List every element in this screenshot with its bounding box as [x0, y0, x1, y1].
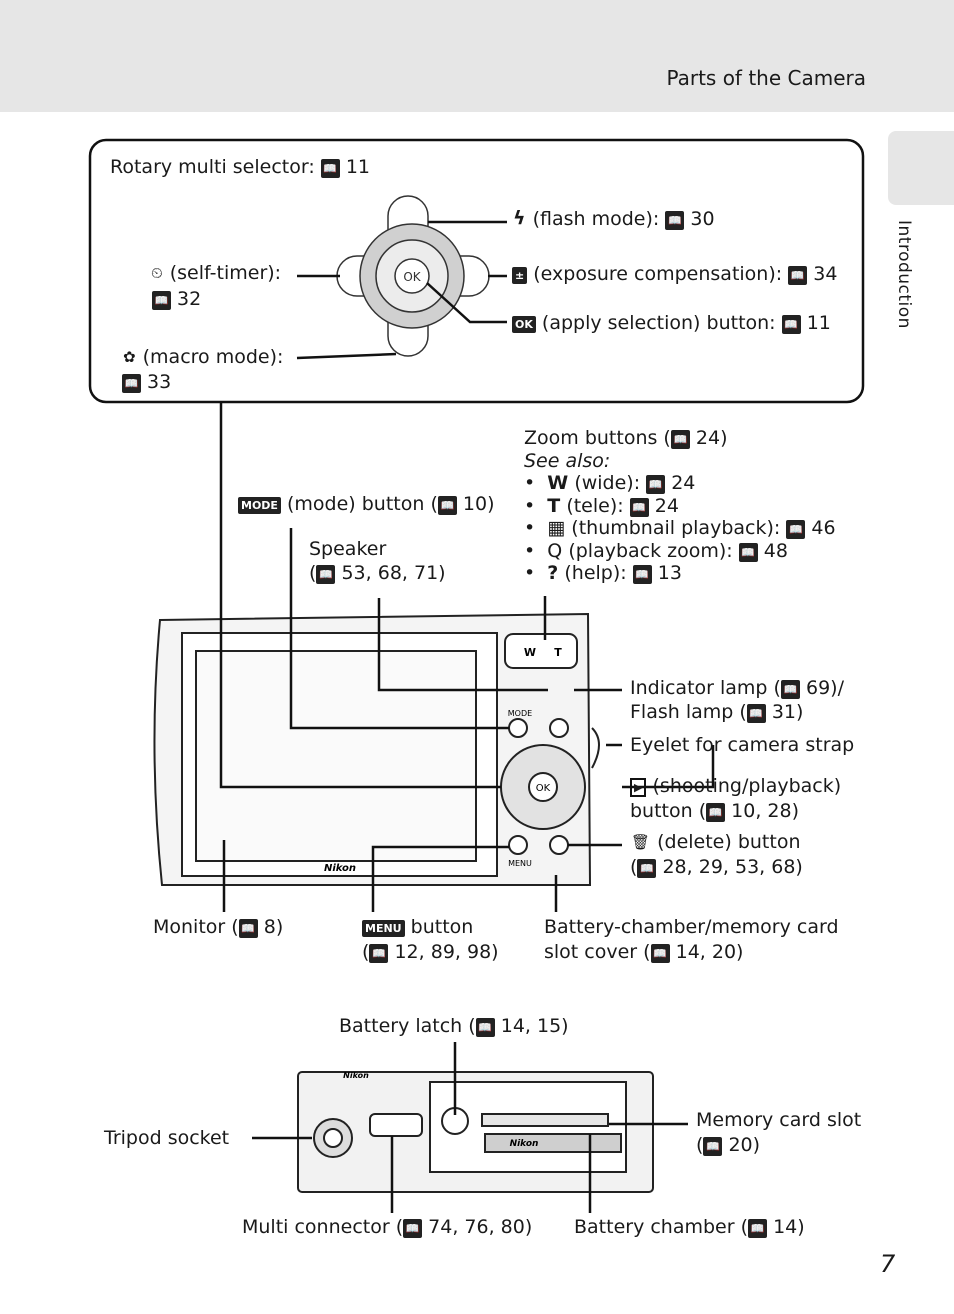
book-icon: 📖	[780, 680, 800, 699]
camera-brand: Nikon	[324, 863, 356, 874]
camera-menu-text: MENU	[508, 859, 532, 868]
camera-zoom-t: T	[554, 646, 562, 659]
rotary-selector-illustration	[336, 195, 490, 357]
book-icon: 📖	[437, 496, 457, 515]
book-icon: 📖	[781, 315, 801, 334]
play-button-label: ▶ (shooting/playback)	[630, 775, 841, 798]
mode-icon: MODE	[238, 497, 281, 514]
section-tab-label: Introduction	[894, 220, 914, 329]
camera-zoom-w: W	[524, 646, 536, 659]
book-icon: 📖	[320, 159, 340, 178]
zoom-buttons-title: Zoom buttons (📖 24)	[524, 427, 728, 449]
book-icon: 📖	[786, 520, 806, 539]
header-band	[0, 0, 954, 112]
self-timer-label: ⏲ (self-timer):	[151, 262, 282, 284]
book-icon: 📖	[403, 1219, 423, 1238]
battery-cover-refs: slot cover (📖 14, 20)	[544, 941, 744, 963]
back-leader-lines	[219, 402, 715, 912]
flash-icon: ϟ	[513, 207, 526, 229]
macro-mode-label: ✿ (macro mode):	[123, 346, 284, 368]
tripod-socket-label: Tripod socket	[104, 1127, 230, 1149]
book-icon: 📖	[152, 291, 171, 310]
section-tab	[888, 131, 954, 205]
book-icon: 📖	[632, 565, 652, 584]
book-icon: 📖	[788, 266, 808, 285]
macro-mode-ref: 📖 33	[122, 371, 171, 394]
play-button-refs: button (📖 10, 28)	[630, 800, 800, 822]
page-number: 7	[880, 1250, 896, 1278]
zoom-icon: Q	[547, 540, 563, 562]
book-icon: 📖	[629, 498, 649, 517]
camera-back-illustration	[153, 612, 600, 886]
delete-icon: 🗑	[631, 833, 651, 851]
book-icon: 📖	[650, 944, 670, 963]
play-icon: ▶	[630, 778, 647, 797]
zoom-item-thumbnail: • ▦ (thumbnail playback): 📖 46	[524, 517, 836, 539]
delete-button-label: 🗑 (delete) button	[631, 831, 801, 853]
thumbnail-icon: ▦	[547, 517, 566, 539]
indicator-lamp-label: Indicator lamp (📖 69)/	[630, 677, 844, 699]
apply-selection-label: OK (apply selection) button: 📖 11	[512, 312, 831, 335]
book-icon: 📖	[646, 475, 666, 494]
multi-connector-label: Multi connector (📖 74, 76, 80)	[242, 1216, 533, 1238]
bottom-brand-top: Nikon	[343, 1071, 369, 1080]
menu-button-label: MENU button	[362, 916, 473, 939]
book-icon: 📖	[706, 803, 726, 822]
battery-cover-label: Battery-chamber/memory card	[544, 916, 839, 938]
camera-mode-text: MODE	[508, 709, 532, 718]
camera-ok-text: OK	[536, 783, 551, 794]
ok-icon: OK	[512, 316, 536, 333]
camera-bottom-illustration	[297, 1071, 654, 1193]
selector-ok-text: OK	[403, 270, 421, 284]
zoom-item-help: • ? (help): 📖 13	[524, 562, 682, 584]
menu-icon: MENU	[362, 920, 405, 937]
exposure-comp-label: ± (exposure compensation): 📖 34	[512, 263, 837, 286]
zoom-see-also: See also:	[524, 450, 611, 472]
flash-lamp-label: Flash lamp (📖 31)	[630, 701, 804, 723]
battery-chamber-label: Battery chamber (📖 14)	[574, 1216, 805, 1238]
book-icon: 📖	[316, 565, 336, 584]
book-icon: 📖	[238, 919, 258, 938]
book-icon: 📖	[369, 944, 389, 963]
book-icon: 📖	[637, 859, 657, 878]
book-icon: 📖	[703, 1137, 723, 1156]
book-icon: 📖	[670, 430, 690, 449]
speaker-refs: (📖 53, 68, 71)	[309, 562, 446, 584]
flash-mode-label: ϟ (flash mode): 📖 30	[513, 207, 715, 230]
speaker-label: Speaker	[309, 538, 387, 560]
memory-card-slot-label: Memory card slot	[696, 1109, 862, 1131]
book-icon: 📖	[746, 704, 766, 723]
battery-latch-label: Battery latch (📖 14, 15)	[339, 1015, 569, 1037]
book-icon: 📖	[475, 1018, 495, 1037]
self-timer-ref: 📖 32	[152, 288, 201, 311]
timer-icon: ⏲	[151, 264, 163, 282]
mode-button-label: MODE (mode) button (📖 10)	[238, 493, 495, 516]
selector-title: Rotary multi selector: 📖 11	[110, 156, 370, 178]
exposure-icon: ±	[512, 267, 528, 284]
battery-brand: Nikon	[510, 1139, 539, 1149]
eyelet-label: Eyelet for camera strap	[630, 734, 855, 756]
book-icon: 📖	[665, 211, 685, 230]
zoom-item-playback-zoom: • Q (playback zoom): 📖 48	[524, 540, 788, 562]
book-icon: 📖	[738, 543, 758, 562]
zoom-item-wide: • W (wide): 📖 24	[524, 472, 696, 494]
zoom-item-tele: • T (tele): 📖 24	[524, 495, 679, 517]
selector-callout-box	[88, 138, 865, 404]
help-icon: ?	[547, 562, 559, 584]
macro-icon: ✿	[123, 348, 136, 366]
menu-button-refs: (📖 12, 89, 98)	[362, 941, 499, 963]
bottom-leader-lines	[252, 1042, 688, 1213]
memory-card-slot-refs: (📖 20)	[696, 1134, 761, 1156]
selector-leader-lines	[296, 220, 507, 360]
book-icon: 📖	[748, 1219, 768, 1238]
monitor-label: Monitor (📖 8)	[153, 916, 284, 938]
book-icon: 📖	[122, 374, 141, 393]
delete-button-refs: (📖 28, 29, 53, 68)	[630, 856, 803, 878]
page-title: Parts of the Camera	[666, 66, 866, 90]
